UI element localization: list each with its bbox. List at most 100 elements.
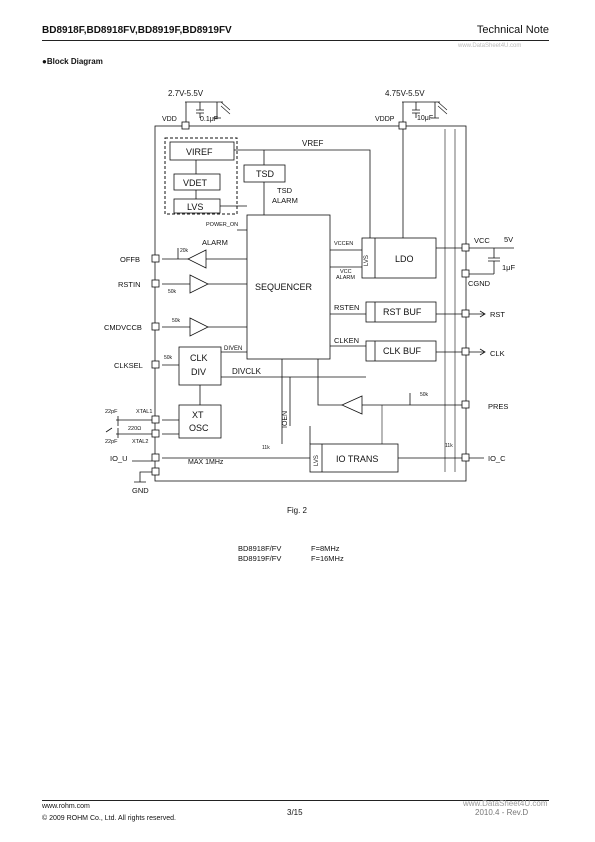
viref-label: VIREF [186,147,213,157]
pin-cgnd: CGND [468,279,491,288]
pin-io-c: IO_C [488,454,506,463]
footer-url[interactable]: www.rohm.com [42,803,90,810]
clk-buf-block [365,340,437,362]
r-50k-rstin: 50k [168,289,177,295]
footer-rule [42,800,549,801]
power-on-label: POWER_ON [206,222,238,228]
rst-buf-block [365,301,437,323]
ioen-label: IOEN [282,411,289,428]
ldo-label: LDO [395,254,414,264]
offb-buffer [187,249,207,269]
r-20k-label: 20k [180,248,189,254]
watermark-top: www.DataSheet4U.com [458,43,522,49]
diven-label: DIVEN [224,346,242,352]
supply-right-label: 4.75V-5.5V [385,89,425,98]
lvs-label: LVS [187,202,203,212]
cap-vcc-label: 1μF [502,263,515,272]
divclk-label: DIVCLK [232,367,262,376]
pin-gnd: GND [132,486,149,495]
xt-osc-line1: XT [192,410,204,420]
r-220-label: 220Ω [128,426,141,432]
cap-right-label: 10μF [417,115,433,122]
pin-offb: OFFB [120,255,140,264]
figure-caption: Fig. 2 [287,506,308,515]
cmdvccb-buffer [189,317,209,337]
part-numbers: BD8918F,BD8918FV,BD8919F,BD8919FV [42,25,232,36]
sequencer-block [246,214,331,360]
cap-22pf-top: 22pF [105,409,118,415]
variant-row: BD8918F/FV F=8MHz [238,544,344,554]
clk-div-label: CLK DIV [190,353,208,377]
pin-pres: PRES [488,402,508,411]
vcc-alarm-line2: ALARM [336,275,355,281]
max-freq-label: MAX 1MHz [188,459,224,466]
clken-label: CLKEN [334,336,359,345]
pres-buffer [341,395,363,415]
pin-vcc: VCC [474,236,490,245]
ldo-lvs-label: LVS [364,255,370,266]
footer-copyright: © 2009 ROHM Co., Ltd. All rights reserve… [42,815,176,822]
section-title: ●Block Diagram [42,57,103,66]
pin-rst: RST [490,310,505,319]
variant-freq: F=16MHz [311,554,344,563]
ic-outline [154,125,467,482]
clk-div-line2: DIV [191,367,206,377]
r-50k-pres: 50k [420,392,429,398]
clk-buf-label: CLK BUF [383,346,422,356]
vcc-5v-label: 5V [504,235,513,244]
supply-left-label: 2.7V-5.5V [168,89,204,98]
pin-cmdvccb: CMDVCCB [104,323,142,332]
vdet-block [173,173,221,191]
variant-table: BD8918F/FV F=8MHz BD8919F/FV F=16MHz [238,544,344,564]
xtal1-label: XTAL1 [136,409,152,415]
r-50k-cmd: 50k [172,318,181,324]
xtal2-label: XTAL2 [132,439,148,445]
r-11k-right: 11k [445,443,453,449]
tsd-alarm-line2: ALARM [272,196,298,205]
left-pin-squares [151,254,160,476]
r-11k-left: 11k [262,445,270,451]
header-rule [42,40,549,41]
vdd-pin [181,121,190,130]
power-on-group [164,137,238,215]
watermark-bottom: www.DataSheet4U.com [463,799,548,808]
page-number: 3/15 [287,808,303,817]
r-50k-clksel: 50k [164,355,173,361]
rstin-buffer [189,274,209,294]
pin-clksel: CLKSEL [114,361,143,370]
variant-row: BD8919F/FV F=16MHz [238,554,344,564]
vddp-pin [398,121,407,130]
variant-part: BD8919F/FV [238,554,282,563]
document-type: Technical Note [476,24,549,36]
tsd-label: TSD [256,169,275,179]
tsd-alarm-line1: TSD [277,186,293,195]
pin-io-u: IO_U [110,454,128,463]
vref-label: VREF [302,139,323,148]
variant-part: BD8918F/FV [238,544,282,553]
revision: 2010.4 - Rev.D [475,808,529,817]
cap-left-label: 0.1μF [200,116,218,123]
io-trans-block [309,443,399,473]
vdet-label: VDET [183,178,208,188]
clk-div-line1: CLK [190,353,208,363]
rst-buf-label: RST BUF [383,307,422,317]
vccen-label: VCCEN [334,241,353,247]
vdd-pin-label: VDD [162,116,177,123]
vcc-alarm-line1: VCC [340,269,352,275]
tsd-block [243,164,286,183]
clk-div-block [178,346,222,386]
vddp-pin-label: VDDP [375,116,395,123]
viref-block [169,141,235,161]
right-pin-squares [461,243,470,462]
rsten-label: RSTEN [334,303,359,312]
variant-freq: F=8MHz [311,544,340,553]
pin-rstin: RSTIN [118,280,141,289]
cap-22pf-bottom: 22pF [105,439,118,445]
ldo-block [361,237,437,279]
xt-osc-block [178,404,222,439]
io-trans-lvs-label: LVS [314,455,320,466]
